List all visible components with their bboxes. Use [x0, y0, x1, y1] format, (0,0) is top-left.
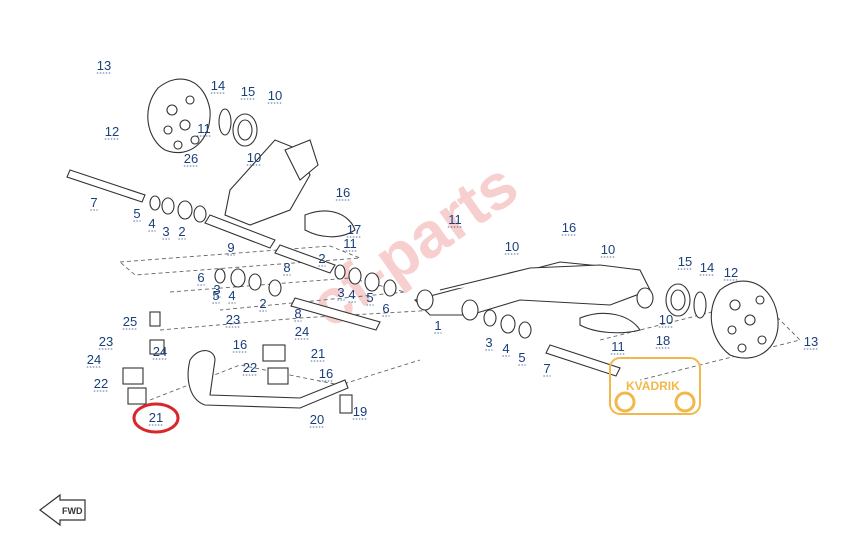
callout-c17: 17 [347, 222, 361, 237]
callout-c20: 20 [310, 412, 324, 427]
callout-c13a: 13 [97, 58, 111, 73]
logo-text: KVADRIK [626, 379, 680, 393]
assembly-guide-lines [119, 245, 801, 401]
callout-c4b: 4 [228, 288, 235, 303]
callout-c3b: 3 [213, 282, 220, 297]
stabilizer-bar [187, 350, 349, 409]
callout-c15b: 15 [678, 254, 692, 269]
callout-c3a: 3 [162, 224, 169, 239]
brake-disc-left [147, 78, 211, 154]
callout-c23a: 23 [99, 334, 113, 349]
callout-c8a: 8 [283, 260, 290, 275]
callout-c21b: 21 [149, 410, 163, 425]
callout-c16d: 16 [319, 366, 333, 381]
callout-c25: 25 [123, 314, 137, 329]
callout-c10a: 10 [268, 88, 282, 103]
callout-c10b: 10 [247, 150, 261, 165]
callout-c21a: 21 [311, 346, 325, 361]
swingarm-bracket-left [224, 139, 356, 238]
callout-c7b: 7 [543, 361, 550, 376]
callout-c5d: 5 [518, 350, 525, 365]
callout-c10d: 10 [601, 242, 615, 257]
callout-c5b: 5 [212, 288, 219, 303]
callout-c4c: 4 [348, 287, 355, 302]
highlight-circle [132, 402, 180, 434]
callout-c12a: 12 [105, 124, 119, 139]
callout-c18: 18 [656, 333, 670, 348]
callout-c6b: 6 [382, 301, 389, 316]
callout-c5c: 5 [366, 290, 373, 305]
callout-c22b: 22 [243, 360, 257, 375]
callout-c2b: 2 [318, 251, 325, 266]
brake-disc-right [710, 280, 779, 359]
bearing-right [636, 283, 707, 319]
callout-c14a: 14 [211, 78, 225, 93]
callout-c16a: 16 [336, 185, 350, 200]
callout-c14b: 14 [700, 260, 714, 275]
callout-c11a: 11 [197, 121, 211, 136]
callout-c2c: 2 [259, 296, 266, 311]
bushings-washers [149, 195, 532, 339]
callout-c3c: 3 [337, 285, 344, 300]
kvadrik-logo: KVADRIK [609, 357, 701, 415]
callout-c23b: 23 [226, 312, 240, 327]
callout-c11b: 11 [343, 236, 357, 251]
callout-c24c: 24 [295, 324, 309, 339]
callout-c15a: 15 [241, 84, 255, 99]
callout-c12b: 12 [724, 265, 738, 280]
callout-c10c: 10 [505, 239, 519, 254]
callout-c7a: 7 [90, 195, 97, 210]
fwd-direction-arrow: FWD [39, 493, 86, 527]
bracket-18 [579, 312, 641, 334]
callout-c13b: 13 [804, 334, 818, 349]
main-swingarm [413, 261, 651, 321]
callout-c16c: 16 [233, 337, 247, 352]
callout-c4a: 4 [148, 216, 155, 231]
callout-c2a: 2 [178, 224, 185, 239]
callout-c11d: 11 [611, 339, 625, 354]
callout-c26: 26 [184, 151, 198, 166]
callout-c16b: 16 [562, 220, 576, 235]
callout-c6a: 6 [197, 270, 204, 285]
callout-c9: 9 [227, 240, 234, 255]
stabilizer-clamps [122, 311, 353, 414]
bearing-left [218, 108, 258, 147]
callout-c3d: 3 [485, 335, 492, 350]
callout-c1: 1 [434, 318, 441, 333]
axle-shafts [66, 169, 621, 377]
fwd-label: FWD [62, 506, 83, 516]
callout-c8b: 8 [294, 306, 301, 321]
callout-c22a: 22 [94, 376, 108, 391]
callout-c19: 19 [353, 404, 367, 419]
callout-c24a: 24 [87, 352, 101, 367]
callout-c24b: 24 [153, 344, 167, 359]
callout-c11c: 11 [448, 212, 462, 227]
callout-c10e: 10 [659, 312, 673, 327]
callout-c5a: 5 [133, 206, 140, 221]
callout-c4d: 4 [502, 341, 509, 356]
